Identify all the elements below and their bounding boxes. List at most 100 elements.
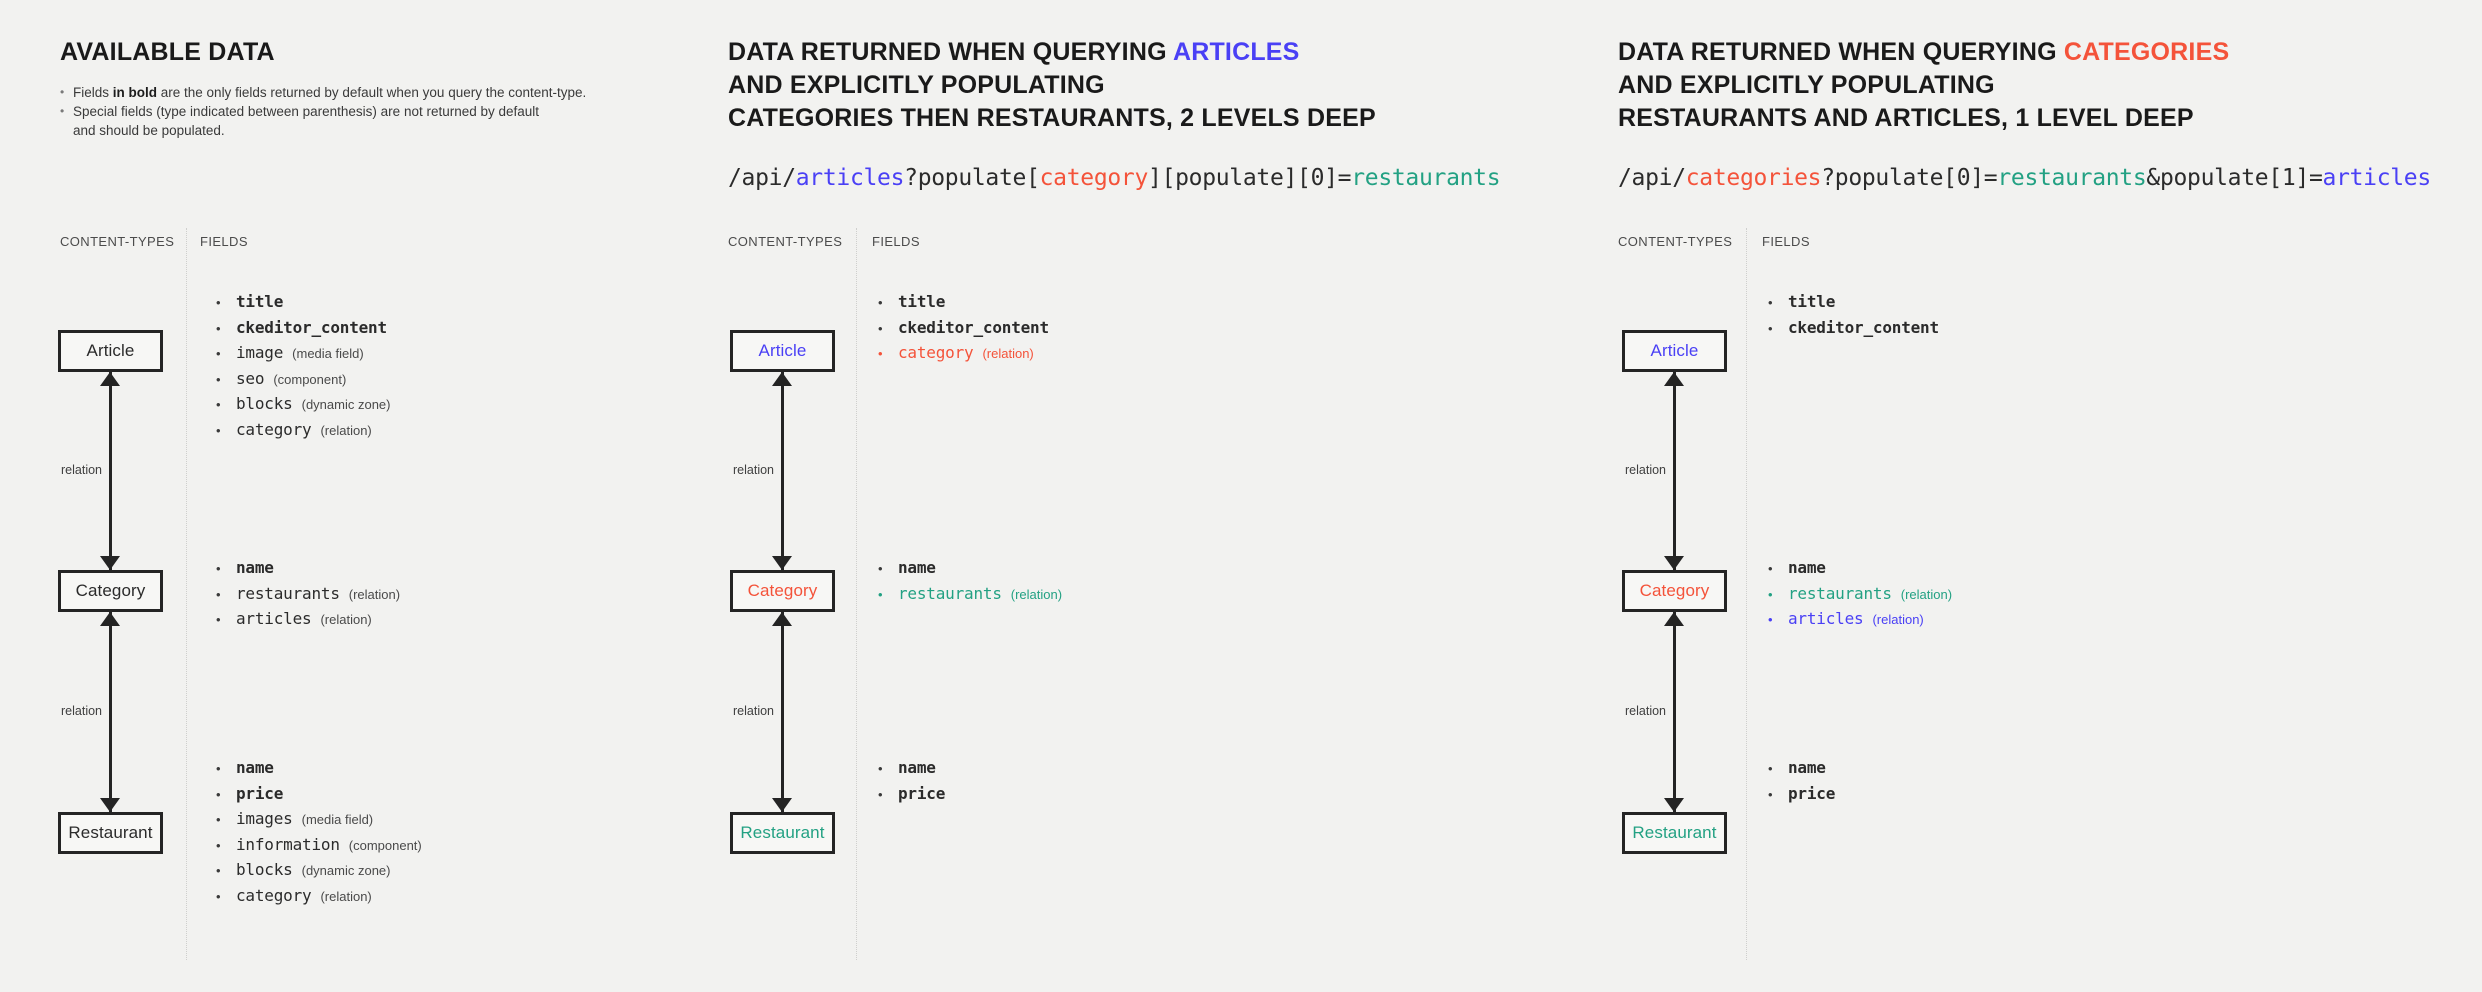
bullet-dot-icon: • bbox=[1768, 786, 1773, 802]
panel-title-line: AND EXPLICITLY POPULATING bbox=[728, 69, 1500, 102]
field-name: name bbox=[898, 558, 936, 577]
content-type-node-article[interactable]: Article bbox=[1622, 330, 1727, 372]
bullet-dot-icon: • bbox=[216, 863, 221, 878]
column-label-content-types: CONTENT-TYPES bbox=[1618, 234, 1733, 249]
field-item: • ckeditor_content bbox=[878, 318, 1049, 344]
field-type: (relation) bbox=[320, 422, 372, 438]
field-name: name bbox=[236, 558, 274, 577]
field-list: •name • price bbox=[878, 758, 945, 809]
content-type-node-category[interactable]: Category bbox=[1622, 570, 1727, 612]
title-segment: AVAILABLE DATA bbox=[60, 38, 275, 66]
relation-connector-line bbox=[109, 612, 112, 812]
field-type: (media field) bbox=[292, 346, 364, 361]
field-name: restaurants bbox=[236, 583, 340, 603]
field-item: • name bbox=[1768, 758, 1835, 784]
field-name: ckeditor_content bbox=[898, 317, 1049, 337]
bullet-dot-icon: • bbox=[1768, 561, 1773, 576]
field-list: •name•restaurants(relation) • articles (rel… bbox=[216, 558, 400, 635]
field-name: ckeditor_content bbox=[236, 317, 387, 337]
content-type-node-restaurant[interactable]: Restaurant bbox=[1622, 812, 1727, 854]
field-list: •name•restaurants(relation) bbox=[878, 558, 1062, 609]
bullet-dot-icon: • bbox=[878, 786, 883, 802]
field-item: •price bbox=[1768, 784, 1835, 810]
field-item: •blocks(dynamic zone) bbox=[216, 860, 422, 886]
api-segment: /api/ bbox=[1618, 165, 1686, 191]
legend-bullet-item: •Fields in bold are the only fields retu… bbox=[60, 83, 586, 102]
column-label-fields: FIELDS bbox=[1762, 234, 1810, 249]
bullet-dot-icon: • bbox=[1768, 761, 1773, 776]
bullet-dot-icon: • bbox=[216, 346, 221, 361]
api-segment: restaurants bbox=[1351, 165, 1501, 191]
field-item: • articles (relation) bbox=[216, 609, 400, 635]
relation-label: relation bbox=[733, 704, 774, 718]
content-type-node-article[interactable]: Article bbox=[58, 330, 163, 372]
relation-connector-line bbox=[1673, 372, 1676, 570]
field-type: (relation) bbox=[320, 612, 372, 627]
field-name: blocks bbox=[236, 394, 293, 413]
field-item: •seo(component) bbox=[216, 369, 390, 395]
content-type-node-article[interactable]: Article bbox=[730, 330, 835, 372]
field-item: •category(relation) bbox=[216, 420, 390, 446]
field-item: •title bbox=[878, 292, 1049, 318]
field-name: restaurants bbox=[1788, 583, 1892, 603]
column-divider-fields-2 bbox=[856, 228, 857, 960]
field-type: (component) bbox=[273, 371, 347, 387]
field-name: information bbox=[236, 834, 340, 854]
bullet-dot-icon: • bbox=[878, 586, 883, 602]
field-item: •price bbox=[216, 784, 422, 810]
api-segment: categories bbox=[1685, 165, 1822, 191]
field-name: title bbox=[898, 292, 946, 311]
title-segment: ARTICLES bbox=[1172, 38, 1300, 66]
bullet-dot-icon: • bbox=[216, 295, 221, 310]
field-item: •ckeditor_content bbox=[216, 318, 390, 344]
column-divider-fields-3 bbox=[1746, 228, 1747, 960]
column-label-content-types: CONTENT-TYPES bbox=[60, 234, 175, 249]
arrowhead-down-icon bbox=[1664, 556, 1684, 570]
field-name: ckeditor_content bbox=[1788, 317, 1939, 337]
content-type-node-restaurant[interactable]: Restaurant bbox=[730, 812, 835, 854]
relation-label: relation bbox=[1625, 463, 1666, 477]
content-type-node-restaurant[interactable]: Restaurant bbox=[58, 812, 163, 854]
bullet-dot-icon: • bbox=[216, 888, 221, 904]
field-name: articles bbox=[1788, 609, 1864, 628]
field-item: •restaurants(relation) bbox=[216, 584, 400, 610]
panel-title-line: DATA RETURNED WHEN QUERYING CATEGORIES bbox=[1618, 36, 2431, 69]
field-name: title bbox=[236, 292, 284, 311]
field-name: category bbox=[236, 419, 312, 439]
field-name: seo bbox=[236, 368, 265, 388]
field-name: articles bbox=[236, 609, 312, 628]
field-type: (relation) bbox=[320, 888, 372, 904]
title-segment: CATEGORIES THEN RESTAURANTS, 2 LEVELS DE… bbox=[728, 104, 1376, 132]
relation-label: relation bbox=[733, 463, 774, 477]
field-type: (dynamic zone) bbox=[301, 397, 391, 412]
bullet-dot-icon: • bbox=[216, 612, 221, 627]
bullet-dot-icon: • bbox=[216, 397, 221, 412]
bullet-dot-icon: • bbox=[1768, 612, 1773, 627]
field-name: price bbox=[898, 783, 946, 803]
field-item: •restaurants(relation) bbox=[1768, 584, 1952, 610]
field-name: name bbox=[1788, 758, 1826, 777]
legend-bullet-item: •Special fields (type indicated between … bbox=[60, 102, 586, 121]
field-item: •name bbox=[216, 758, 422, 784]
field-item: •name bbox=[878, 758, 945, 784]
content-type-node-category[interactable]: Category bbox=[58, 570, 163, 612]
api-segment: /api/ bbox=[728, 165, 796, 191]
content-type-node-category[interactable]: Category bbox=[730, 570, 835, 612]
legend-bullet-text: and should be populated. bbox=[73, 123, 225, 138]
legend-bullet-text: Fields in bold are the only fields retur… bbox=[73, 85, 587, 100]
field-name: price bbox=[236, 783, 284, 803]
field-item: •name bbox=[216, 558, 400, 584]
bullet-dot-icon: • bbox=[878, 320, 883, 336]
field-name: blocks bbox=[236, 860, 293, 879]
field-type: (relation) bbox=[1872, 612, 1924, 627]
field-type: (relation) bbox=[982, 346, 1034, 361]
field-name: category bbox=[236, 885, 312, 905]
title-segment: AND EXPLICITLY POPULATING bbox=[728, 71, 1105, 99]
field-item: •name bbox=[1768, 558, 1952, 584]
bullet-dot-icon: • bbox=[1768, 586, 1773, 602]
title-segment: RESTAURANTS AND ARTICLES, 1 LEVEL DEEP bbox=[1618, 104, 2194, 132]
bullet-dot-icon: • bbox=[216, 812, 221, 827]
field-name: image bbox=[236, 343, 284, 362]
field-list: •title•ckeditor_content•image(media fiel… bbox=[216, 292, 390, 445]
relation-label: relation bbox=[61, 704, 102, 718]
